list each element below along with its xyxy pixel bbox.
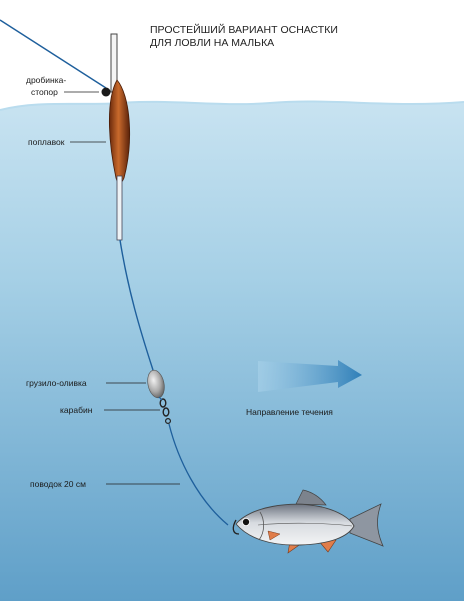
label-swivel: карабин	[60, 405, 93, 415]
fish-eye	[241, 518, 250, 527]
fish-gill	[258, 511, 265, 541]
current-arrow	[258, 360, 362, 392]
fish-tail	[349, 503, 384, 547]
float-stem	[116, 175, 123, 241]
fish-pectoral-fin	[267, 530, 281, 541]
main-line-underwater	[119, 239, 154, 371]
label-stopper-line1: дробинка-	[26, 75, 66, 85]
stopper-shot	[101, 87, 111, 97]
label-current-direction: Направление течения	[246, 407, 333, 417]
diagram-title-line2: ДЛЯ ЛОВЛИ НА МАЛЬКА	[150, 37, 274, 49]
line-to-swivel	[158, 396, 163, 401]
label-float: поплавок	[28, 137, 65, 147]
label-sinker: грузило-оливка	[26, 378, 87, 388]
diagram-title-line1: ПРОСТЕЙШИЙ ВАРИАНТ ОСНАСТКИ	[150, 23, 338, 36]
fish-body	[235, 503, 355, 546]
swivel	[159, 398, 172, 425]
label-stopper-line2: стопор	[31, 87, 58, 97]
label-leader: поводок 20 см	[30, 479, 86, 489]
water-surface-line	[0, 100, 464, 111]
water-area	[0, 101, 464, 601]
fish-lateral-line	[257, 522, 353, 527]
leader-line	[168, 423, 229, 526]
main-line-top	[0, 19, 107, 89]
fish-dorsal-fin	[295, 489, 327, 506]
baitfish	[232, 489, 384, 554]
fish-hook	[232, 519, 240, 535]
